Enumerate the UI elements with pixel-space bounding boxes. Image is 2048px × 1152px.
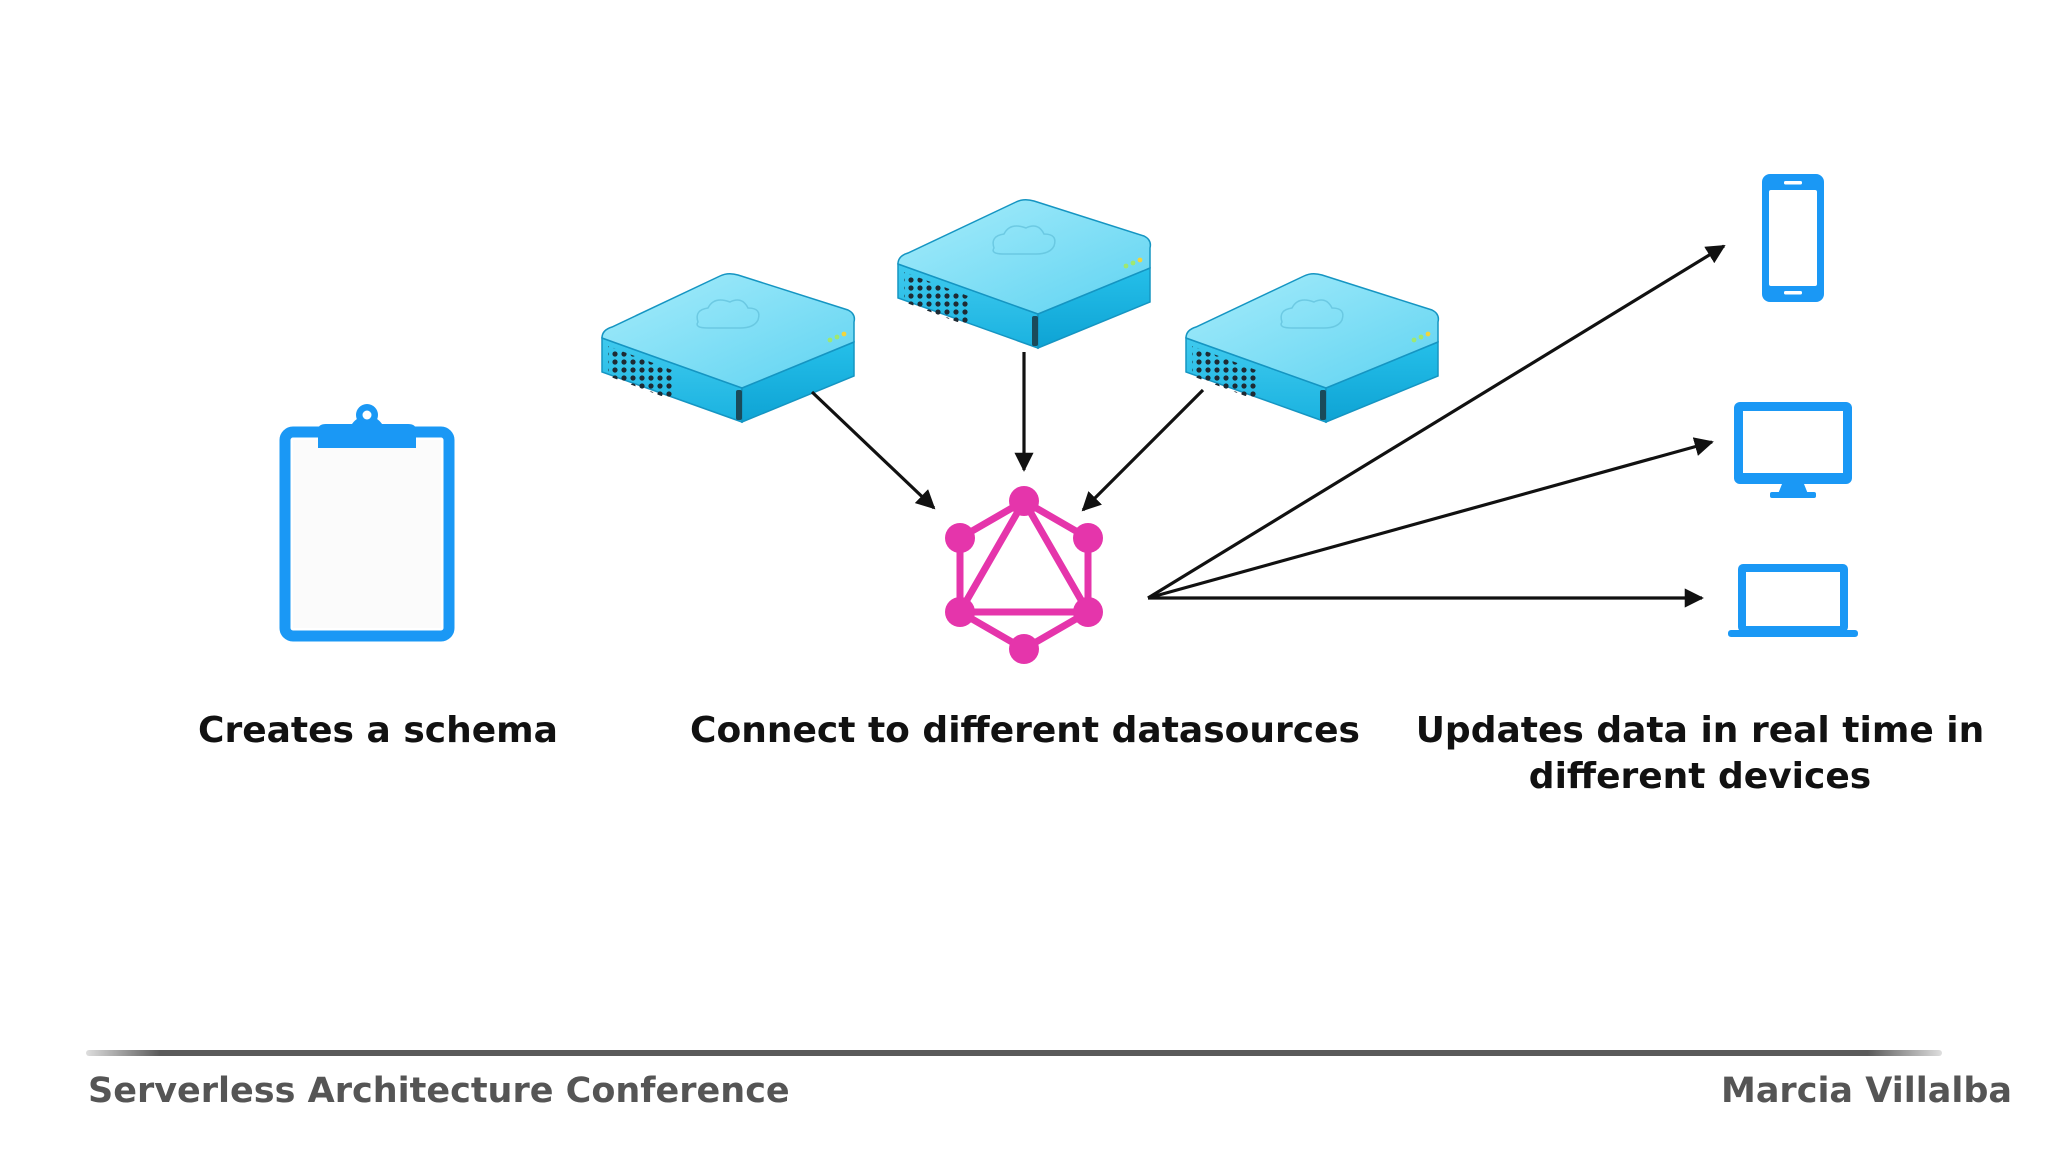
caption-updates-devices-line1: Updates data in real time in bbox=[1415, 710, 1985, 751]
arrow-server-right bbox=[1081, 388, 1205, 512]
server-icon bbox=[601, 272, 856, 423]
device-arrows bbox=[1147, 244, 1726, 608]
caption-updates-devices: Updates data in real time in different d… bbox=[1405, 708, 1995, 800]
datasource-arrows bbox=[810, 352, 1205, 512]
server-icon bbox=[897, 198, 1152, 349]
caption-connect-datasources: Connect to different datasources bbox=[690, 710, 1360, 751]
conference-name: Serverless Architecture Conference bbox=[88, 1071, 790, 1111]
server-icon bbox=[1185, 272, 1440, 423]
arrow-to-monitor bbox=[1147, 437, 1714, 600]
laptop-icon bbox=[1728, 564, 1858, 637]
arrow-to-smartphone bbox=[1147, 244, 1726, 600]
arrow-server-left bbox=[810, 390, 936, 510]
caption-creates-schema: Creates a schema bbox=[198, 710, 558, 751]
clipboard-icon bbox=[279, 404, 455, 642]
speaker-name: Marcia Villalba bbox=[1720, 1071, 2012, 1111]
desktop-monitor-icon bbox=[1734, 402, 1852, 498]
graphql-icon bbox=[945, 486, 1103, 664]
smartphone-icon bbox=[1762, 174, 1824, 302]
footer-divider bbox=[86, 1050, 1942, 1056]
caption-updates-devices-line2: different devices bbox=[1528, 756, 1872, 797]
